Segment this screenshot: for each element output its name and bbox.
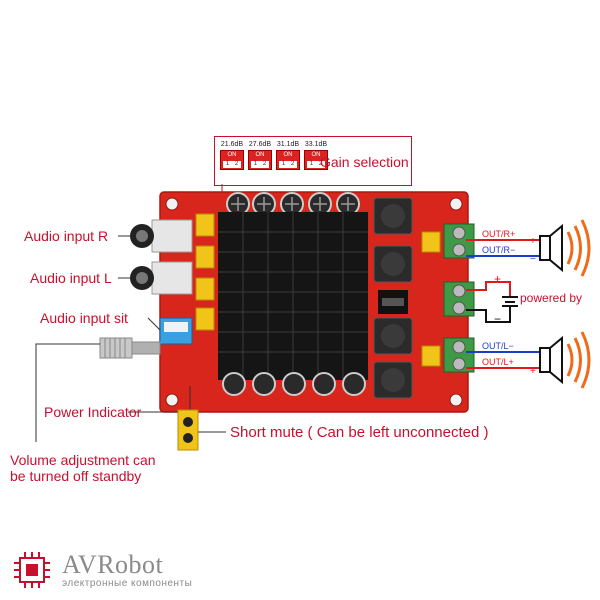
- gain-value-1: 21.6dB: [220, 141, 244, 148]
- dip-state-4: ON: [311, 152, 321, 158]
- dip-state-2: ON: [255, 152, 265, 158]
- mounting-hole: [449, 197, 463, 211]
- gain-value-4: 33.1dB: [304, 141, 328, 148]
- capacitor-row-bottom: [222, 372, 366, 396]
- wire-power-plus: [466, 281, 511, 296]
- inductors: [373, 197, 413, 399]
- power-minus-symbol: −: [494, 312, 502, 326]
- speaker-right-icon: [539, 219, 591, 277]
- svg-text:+: +: [530, 366, 536, 377]
- audio-input-sit-label: Audio input sit: [40, 310, 128, 326]
- logo-name: AVRobot: [62, 550, 164, 579]
- mounting-hole: [165, 393, 179, 407]
- audio-jacks: [130, 219, 193, 295]
- out-l-minus-label: OUT/L−: [482, 341, 514, 351]
- powered-by-label: powered by: [520, 291, 583, 305]
- svg-text:−: −: [530, 348, 536, 359]
- svg-text:−: −: [530, 254, 536, 265]
- power-plus-symbol: +: [494, 272, 502, 286]
- out-l-plus-label: OUT/L+: [482, 357, 514, 367]
- short-mute-jumper: [177, 409, 226, 451]
- heatsink-fins: [218, 212, 368, 380]
- short-mute-label: Short mute ( Can be left unconnected ): [230, 424, 489, 441]
- logo-chip-icon: [14, 552, 50, 588]
- output-terminal-right: [443, 223, 475, 259]
- dip-state-3: ON: [283, 152, 293, 158]
- out-r-plus-label: OUT/R+: [482, 229, 516, 239]
- svg-text:+: +: [530, 236, 536, 247]
- gain-selection-label: Gain selection: [320, 154, 409, 170]
- dip-state-1: ON: [227, 152, 237, 158]
- output-terminal-left: [443, 337, 475, 373]
- gain-value-3: 31.1dB: [276, 141, 300, 148]
- mounting-hole: [449, 393, 463, 407]
- audio-input-l-label: Audio input L: [30, 270, 112, 286]
- speaker-left-icon: [539, 331, 591, 389]
- mounting-hole: [165, 197, 179, 211]
- logo-subtitle: электронные компоненты: [62, 578, 193, 589]
- wire-power-minus: [466, 306, 511, 323]
- out-r-minus-label: OUT/R−: [482, 245, 516, 255]
- volume-adjustment-label: Volume adjustment can be turned off stan…: [10, 452, 156, 484]
- power-indicator-label: Power Indicator: [44, 404, 142, 420]
- volume-knob-icon: [99, 337, 161, 359]
- audio-input-r-label: Audio input R: [24, 228, 109, 244]
- gain-value-2: 27.6dB: [248, 141, 272, 148]
- capacitor-row-top: [226, 192, 360, 216]
- film-capacitors: [195, 213, 441, 367]
